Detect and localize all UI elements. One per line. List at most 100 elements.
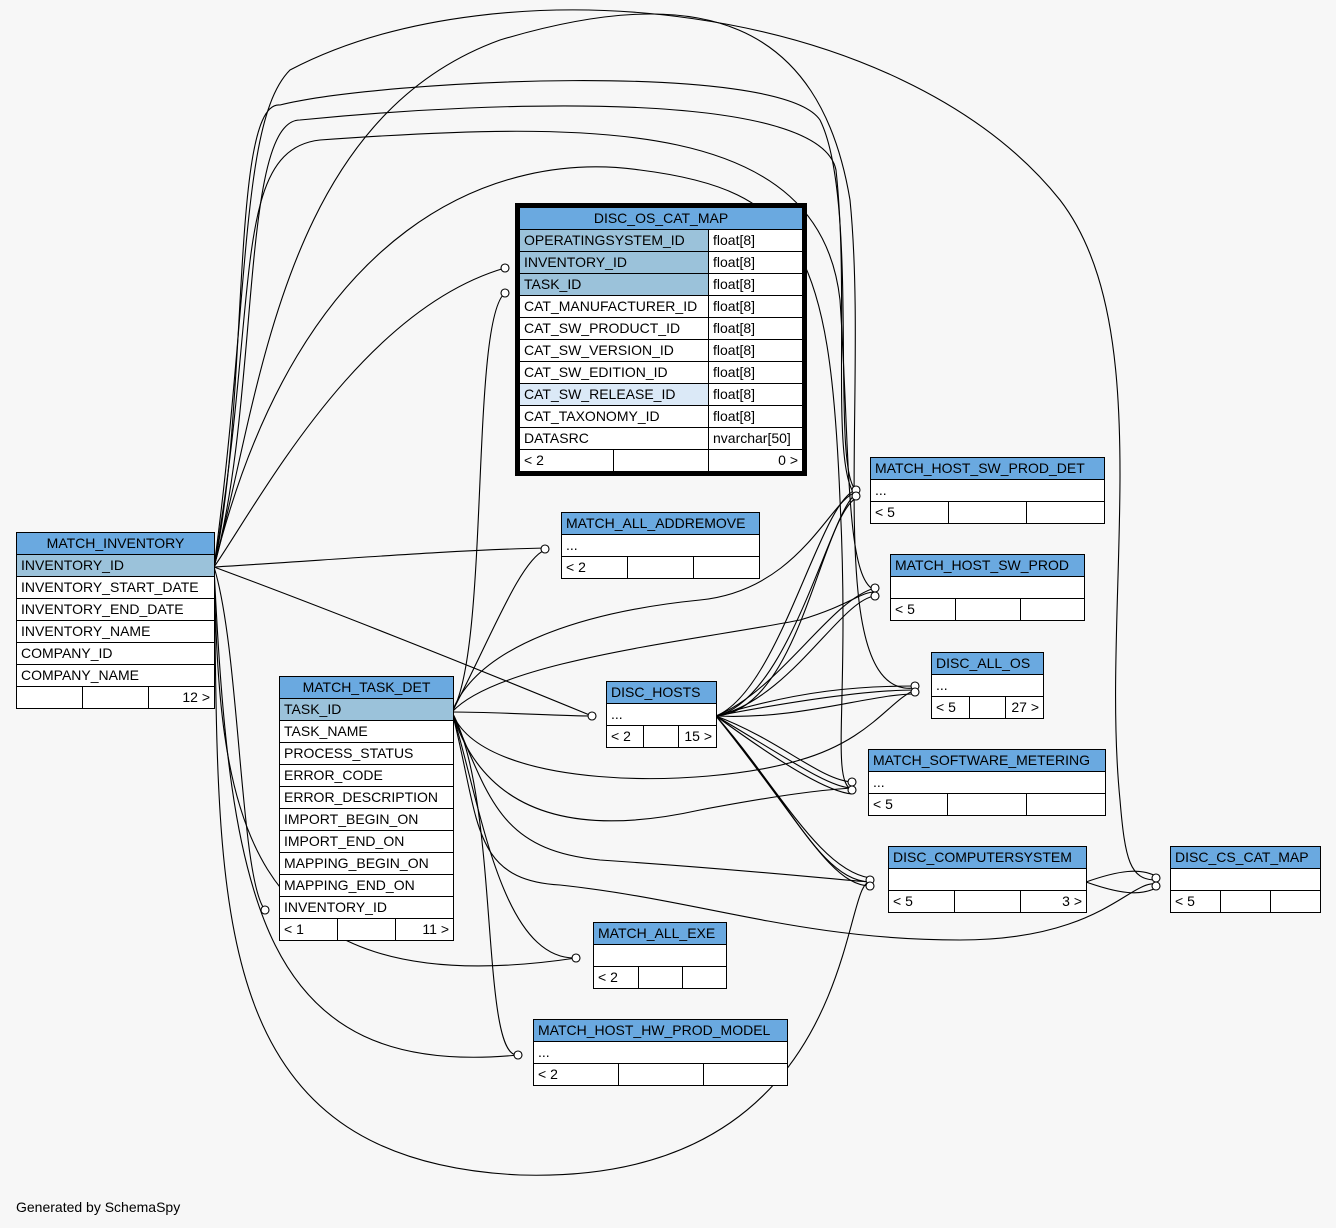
edge-inventory-hw-prod-model bbox=[213, 566, 519, 1058]
column-row[interactable]: COMPANY_ID bbox=[15, 642, 216, 665]
edge-hosts-sw-prod-det-1 bbox=[715, 489, 857, 717]
table-title[interactable]: DISC_CS_CAT_MAP bbox=[1169, 846, 1322, 869]
column-row[interactable]: MAPPING_END_ON bbox=[278, 874, 455, 897]
column-name[interactable]: TASK_ID bbox=[518, 273, 709, 296]
table-title[interactable]: DISC_HOSTS bbox=[605, 681, 718, 704]
table-title[interactable]: DISC_COMPUTERSYSTEM bbox=[888, 846, 1087, 869]
parents-count[interactable]: < 5 bbox=[931, 696, 970, 719]
edge-hosts-all-os-3 bbox=[715, 693, 916, 717]
table-title[interactable]: MATCH_ALL_EXE bbox=[593, 922, 727, 945]
table-match-all-addremove[interactable]: MATCH_ALL_ADDREMOVE ... < 2 bbox=[560, 512, 761, 579]
column-row[interactable]: ... bbox=[532, 1041, 789, 1064]
column-row[interactable]: IMPORT_END_ON bbox=[278, 830, 455, 853]
column-name[interactable]: INVENTORY_ID bbox=[518, 251, 709, 274]
column-row[interactable]: INVENTORY_NAME bbox=[15, 620, 216, 643]
column-row[interactable]: ... bbox=[867, 771, 1107, 794]
edge-inventory-disc-os-cat-map bbox=[213, 267, 506, 568]
edge-inventory-sw-prod bbox=[213, 130, 876, 591]
column-row[interactable]: INVENTORY_ID bbox=[15, 554, 216, 577]
column-row[interactable] bbox=[888, 868, 1087, 891]
children-count[interactable]: 11 > bbox=[394, 918, 455, 941]
column-type: float[8] bbox=[707, 251, 805, 274]
column-name[interactable]: CAT_SW_VERSION_ID bbox=[518, 339, 709, 362]
table-title[interactable]: MATCH_INVENTORY bbox=[15, 532, 216, 555]
parents-count[interactable]: < 1 bbox=[279, 918, 338, 941]
column-row[interactable]: MAPPING_BEGIN_ON bbox=[278, 852, 455, 875]
column-name[interactable]: CAT_SW_PRODUCT_ID bbox=[518, 317, 709, 340]
column-name[interactable]: CAT_SW_EDITION_ID bbox=[518, 361, 709, 384]
parents-count[interactable]: < 2 bbox=[518, 449, 614, 473]
table-title[interactable]: MATCH_HOST_SW_PROD_DET bbox=[869, 457, 1106, 480]
edge-task-disc-hosts bbox=[451, 711, 593, 717]
table-title[interactable]: MATCH_ALL_ADDREMOVE bbox=[560, 512, 761, 535]
column-name[interactable]: CAT_MANUFACTURER_ID bbox=[518, 295, 709, 318]
table-match-task-det[interactable]: MATCH_TASK_DET TASK_ID TASK_NAME PROCESS… bbox=[278, 676, 455, 941]
table-title[interactable]: DISC_OS_CAT_MAP bbox=[517, 206, 805, 230]
edge-task-disc-os-cat-map bbox=[451, 292, 506, 713]
column-row[interactable]: ... bbox=[931, 674, 1044, 697]
column-type: float[8] bbox=[707, 295, 805, 318]
column-name[interactable]: OPERATINGSYSTEM_ID bbox=[518, 229, 709, 252]
column-type: float[8] bbox=[707, 317, 805, 340]
edge-task-addremove bbox=[451, 549, 546, 713]
table-match-inventory[interactable]: MATCH_INVENTORY INVENTORY_ID INVENTORY_S… bbox=[15, 532, 216, 709]
column-row[interactable]: ... bbox=[560, 534, 761, 557]
parents-count[interactable]: < 5 bbox=[868, 793, 948, 816]
edge-inventory-sw-metering bbox=[213, 166, 853, 791]
children-count[interactable]: 27 > bbox=[1005, 696, 1044, 719]
table-title[interactable]: MATCH_HOST_SW_PROD bbox=[889, 554, 1086, 577]
table-match-host-hw-prod-model[interactable]: MATCH_HOST_HW_PROD_MODEL ... < 2 bbox=[532, 1019, 789, 1086]
table-match-all-exe[interactable]: MATCH_ALL_EXE < 2 bbox=[593, 922, 727, 989]
column-row[interactable]: ... bbox=[605, 703, 718, 726]
footer-blank bbox=[613, 449, 709, 473]
children-count[interactable]: 12 > bbox=[147, 686, 216, 709]
children-count[interactable]: 15 > bbox=[677, 725, 718, 748]
column-name[interactable]: CAT_SW_RELEASE_ID bbox=[518, 383, 709, 406]
parents-count[interactable]: < 2 bbox=[593, 966, 639, 989]
children-count[interactable]: 3 > bbox=[1020, 890, 1087, 913]
column-row[interactable]: TASK_NAME bbox=[278, 720, 455, 743]
table-match-host-sw-prod-det[interactable]: MATCH_HOST_SW_PROD_DET ... < 5 bbox=[869, 457, 1106, 524]
table-disc-hosts[interactable]: DISC_HOSTS ... < 2 15 > bbox=[605, 681, 718, 748]
column-row[interactable] bbox=[593, 944, 727, 967]
column-row[interactable]: PROCESS_STATUS bbox=[278, 742, 455, 765]
column-row[interactable]: IMPORT_BEGIN_ON bbox=[278, 808, 455, 831]
column-row[interactable]: ... bbox=[869, 479, 1106, 502]
table-title[interactable]: MATCH_HOST_HW_PROD_MODEL bbox=[532, 1019, 789, 1042]
table-disc-cs-cat-map[interactable]: DISC_CS_CAT_MAP < 5 bbox=[1169, 846, 1322, 913]
column-row[interactable]: ERROR_DESCRIPTION bbox=[278, 786, 455, 809]
parents-count[interactable]: < 2 bbox=[561, 556, 628, 579]
table-disc-computersystem[interactable]: DISC_COMPUTERSYSTEM < 5 3 > bbox=[888, 846, 1087, 913]
table-title[interactable]: MATCH_TASK_DET bbox=[278, 676, 455, 699]
edge-hosts-sw-metering-2 bbox=[715, 715, 853, 789]
column-name[interactable]: CAT_TAXONOMY_ID bbox=[518, 405, 709, 428]
footer-blank bbox=[1220, 890, 1271, 913]
parents-count[interactable]: < 5 bbox=[888, 890, 955, 913]
column-row[interactable] bbox=[1169, 868, 1322, 891]
table-title[interactable]: DISC_ALL_OS bbox=[931, 652, 1044, 675]
edge-cs-cs-cat-map-1 bbox=[1085, 870, 1157, 883]
parents-count[interactable]: < 5 bbox=[1170, 890, 1221, 913]
table-match-host-sw-prod[interactable]: MATCH_HOST_SW_PROD < 5 bbox=[889, 554, 1086, 621]
parents-count[interactable]: < 2 bbox=[533, 1063, 619, 1086]
column-row[interactable]: INVENTORY_ID bbox=[278, 896, 455, 919]
footer-blank bbox=[1025, 793, 1107, 816]
column-name[interactable]: DATASRC bbox=[518, 427, 709, 450]
table-disc-all-os[interactable]: DISC_ALL_OS ... < 5 27 > bbox=[931, 652, 1044, 719]
table-match-software-metering[interactable]: MATCH_SOFTWARE_METERING ... < 5 bbox=[867, 749, 1107, 816]
parents-count[interactable]: < 2 bbox=[606, 725, 644, 748]
parents-count[interactable]: < 5 bbox=[890, 598, 956, 621]
column-row[interactable]: INVENTORY_START_DATE bbox=[15, 576, 216, 599]
column-row[interactable]: INVENTORY_END_DATE bbox=[15, 598, 216, 621]
column-row[interactable]: TASK_ID bbox=[278, 698, 455, 721]
column-row[interactable]: COMPANY_NAME bbox=[15, 664, 216, 687]
column-row[interactable]: ERROR_CODE bbox=[278, 764, 455, 787]
table-title[interactable]: MATCH_SOFTWARE_METERING bbox=[867, 749, 1107, 772]
edge-task-sw-prod-det bbox=[451, 491, 857, 713]
parents-count[interactable]: < 5 bbox=[870, 501, 949, 524]
column-type: float[8] bbox=[707, 229, 805, 252]
edge-hosts-sw-metering-1 bbox=[715, 715, 853, 783]
column-row[interactable] bbox=[889, 576, 1086, 599]
